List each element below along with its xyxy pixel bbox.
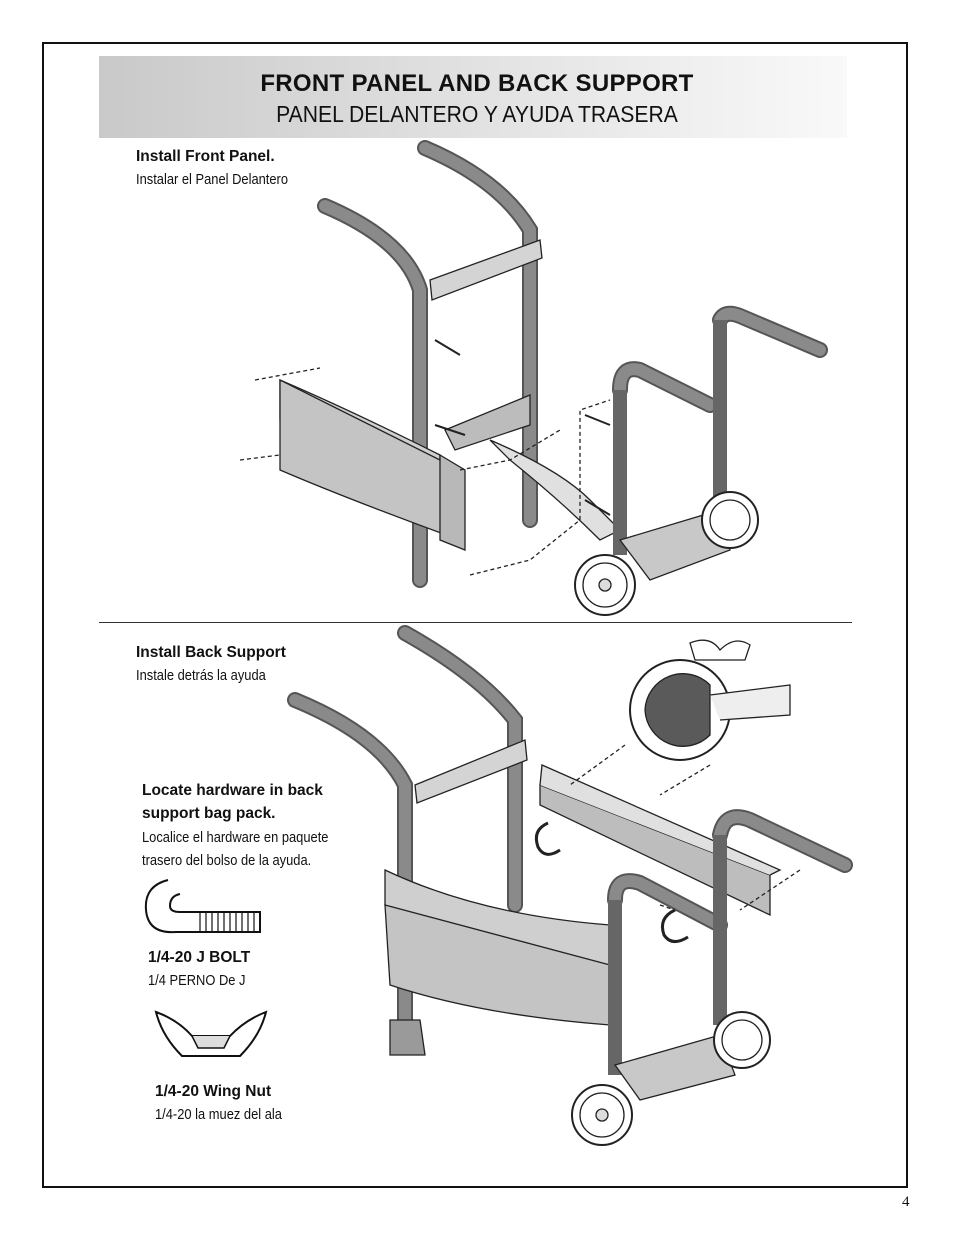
hardware-title-line1: Locate hardware in back <box>142 782 323 799</box>
hardware-subtitle-line2: trasero del bolso de la ayuda. <box>142 852 312 869</box>
hardware-subtitle-line1: Localice el hardware en paquete <box>142 829 329 846</box>
wing-nut-icon <box>154 1010 268 1057</box>
step2-title: Install Back Support <box>136 644 286 661</box>
step1-subtitle: Instalar el Panel Delantero <box>136 171 289 188</box>
hardware-title-line2: support bag pack. <box>142 805 276 822</box>
nut-label-es: 1/4-20 la muez del ala <box>155 1106 282 1123</box>
step1-title: Install Front Panel. <box>136 148 275 165</box>
front-panel-illustration <box>239 140 828 616</box>
back-support-illustration <box>287 625 853 1146</box>
j-bolt-icon <box>144 879 261 934</box>
nut-label: 1/4-20 Wing Nut <box>155 1083 272 1100</box>
page-frame <box>42 42 908 1188</box>
section-divider <box>99 622 852 623</box>
bolt-label: 1/4-20 J BOLT <box>148 949 251 966</box>
step2-subtitle: Instale detrás la ayuda <box>136 667 266 684</box>
title-banner <box>99 56 847 138</box>
page-title: FRONT PANEL AND BACK SUPPORT <box>260 70 694 97</box>
page-number: 4 <box>902 1194 910 1210</box>
bolt-label-es: 1/4 PERNO De J <box>148 972 246 989</box>
page-subtitle: PANEL DELANTERO Y AYUDA TRASERA <box>276 101 678 127</box>
